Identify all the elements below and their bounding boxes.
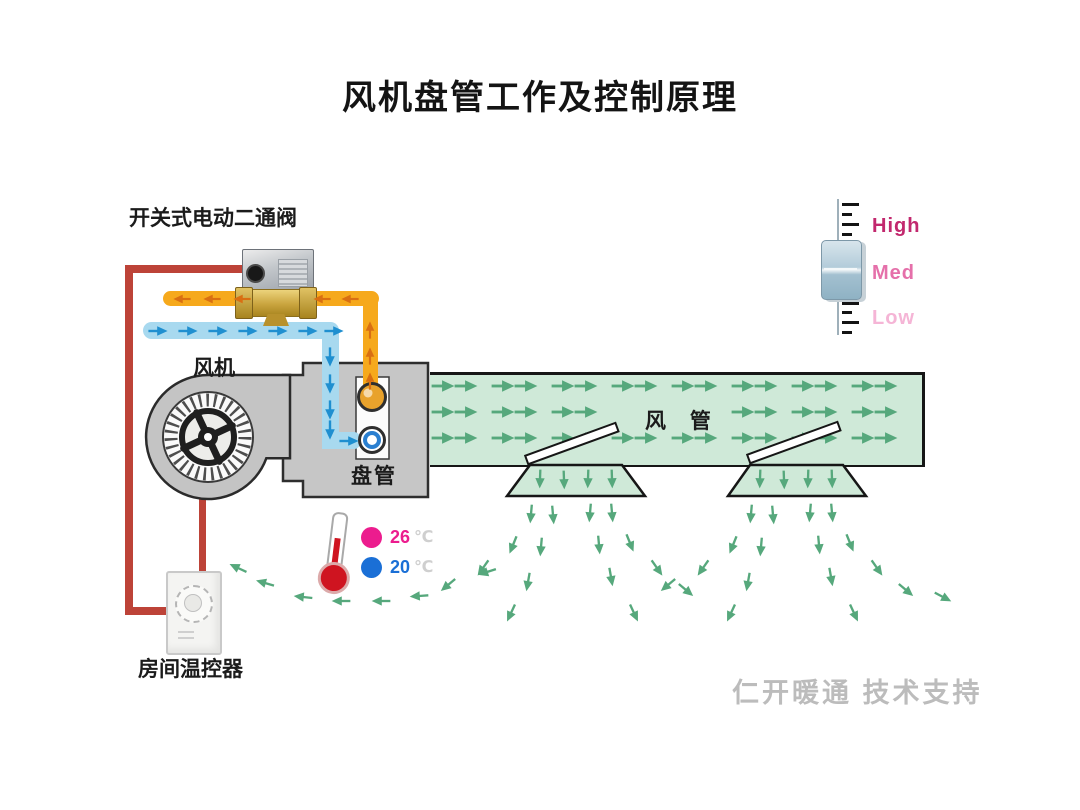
thermostat-detail-line: [178, 631, 194, 633]
diffuser-2: [725, 463, 869, 498]
slider-tick: [842, 222, 859, 226]
slider-tick: [842, 301, 859, 305]
knob-groove: [824, 268, 857, 270]
cold-temp-unit: ℃: [414, 559, 434, 576]
diffuser-1: [504, 463, 648, 498]
temp-row-cold: 20 ℃: [361, 556, 433, 578]
duct-label: 风 管: [645, 410, 720, 433]
fan-speed-knob[interactable]: [821, 240, 862, 300]
thermostat-dial-knob: [184, 594, 202, 612]
valve-stem: [263, 314, 289, 326]
hot-water-port-icon: [357, 382, 387, 412]
fan-control-wire: [199, 490, 206, 574]
valve-cable-port-icon: [246, 264, 265, 283]
cold-port-ring: [363, 431, 381, 449]
control-wire-left: [125, 265, 133, 615]
cold-temp-value: 20: [390, 556, 411, 577]
speed-label-high: High: [872, 215, 921, 237]
hot-temp-value: 26: [390, 526, 411, 547]
slider-tick: [842, 232, 852, 236]
room-thermostat: [166, 571, 222, 655]
hot-temp-dot-icon: [361, 526, 382, 548]
slider-tick: [842, 321, 859, 325]
damper-1: [523, 421, 620, 466]
hot-water-pipe-vertical: [363, 296, 378, 395]
fan-wheel-icon: [162, 391, 254, 483]
cold-temp-dot-icon: [361, 556, 382, 578]
coil-label: 盘管: [351, 465, 397, 488]
page-title: 风机盘管工作及控制原理: [342, 79, 738, 117]
speed-label-med: Med: [872, 262, 915, 284]
watermark-text: 仁开暖通 技术支持: [732, 678, 983, 708]
valve-actuator: [242, 249, 314, 295]
thermostat-label: 房间温控器: [138, 658, 243, 681]
slider-tick: [842, 331, 852, 335]
valve-label: 开关式电动二通阀: [129, 207, 297, 230]
slider-tick: [842, 203, 859, 206]
speed-label-low: Low: [872, 307, 915, 329]
control-wire-bottom: [125, 607, 171, 615]
slider-tick: [842, 311, 852, 315]
hot-temp-unit: ℃: [414, 529, 434, 546]
hot-port-highlight: [363, 388, 373, 398]
temp-row-hot: 26 ℃: [361, 526, 433, 548]
control-wire-top: [125, 265, 253, 273]
slider-tick: [842, 212, 852, 216]
fan-speed-slider: High Med Low: [815, 195, 945, 340]
thermostat-detail-line: [178, 637, 194, 639]
fan-label: 风机: [193, 357, 235, 380]
valve-label-sticker: [278, 259, 308, 287]
damper-2: [745, 420, 842, 465]
